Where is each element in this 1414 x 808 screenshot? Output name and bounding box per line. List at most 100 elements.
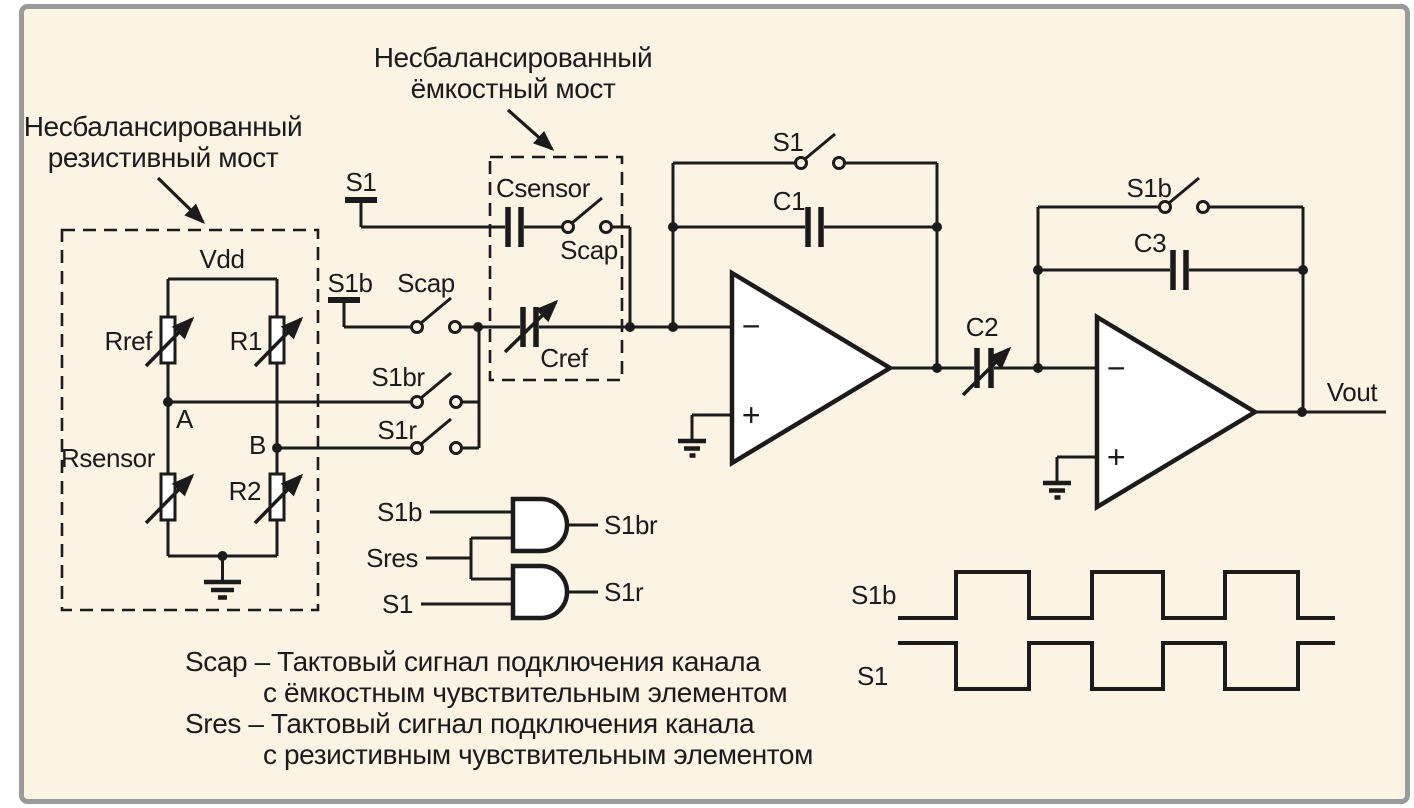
- opamp-1-noninverting-input: +: [742, 397, 760, 433]
- capacitive-bridge-title-line2: ёмкостный мост: [411, 73, 616, 104]
- c3-label: C3: [1134, 228, 1166, 258]
- csensor-branch-wires: [359, 200, 632, 327]
- vdd-label: Vdd: [199, 244, 244, 274]
- s1-feedback-switch-contact-right: [832, 156, 846, 170]
- s1r-switch-blade: [420, 417, 452, 446]
- bridge-ground-icon: [204, 579, 241, 600]
- opamp-2-noninverting-input: +: [1107, 439, 1125, 475]
- s1r-switch-contact-left: [410, 441, 424, 455]
- opamp-2-inverting-input: −: [1107, 350, 1125, 386]
- diagram-frame: [19, 4, 1410, 804]
- gate-input-sres-label: Sres: [366, 543, 418, 573]
- opamp-1-ground-icon: [678, 438, 706, 458]
- scap-cap-switch-label: Scap: [560, 235, 618, 265]
- legend-line-2: с ёмкостным чувствительным элементом: [263, 677, 787, 708]
- opamp-1-output-node-dot: [932, 363, 942, 373]
- c1-capacitor: [805, 207, 824, 247]
- s1b-source-label: S1b: [327, 268, 372, 298]
- node-a-dot: [163, 397, 173, 407]
- resistive-bridge-annotation: Несбалансированный резистивный мост: [24, 111, 303, 225]
- cref-variable-arrow: [503, 299, 559, 354]
- node-b-label: B: [249, 430, 266, 460]
- rsensor-label: Rsensor: [61, 443, 156, 473]
- scap-res-switch-label: Scap: [397, 268, 455, 298]
- scap-res-switch-contact-right: [448, 320, 462, 334]
- s1b-scap-branch: S1b Scap: [327, 268, 732, 334]
- legend-line-3: Sres – Тактовый сигнал подключения канал…: [185, 708, 755, 739]
- opamp-1: [729, 269, 895, 467]
- node-a-label: A: [176, 404, 194, 434]
- gate-output-s1br-label: S1br: [604, 510, 658, 540]
- r1-variable-arrow: [253, 316, 304, 368]
- s1br-switch-blade: [420, 371, 452, 400]
- s1br-switch-contact-left: [410, 395, 424, 409]
- and-gate-bottom: [510, 563, 570, 621]
- cref-label: Cref: [540, 343, 589, 373]
- integrator-2-wires: [1036, 205, 1386, 482]
- resistive-bridge: Vdd Rref R1 Rsensor R2 A B: [60, 228, 411, 612]
- s1b-feedback-switch-label: S1b: [1126, 173, 1171, 203]
- csensor-label: Csensor: [496, 173, 591, 203]
- s1-source-label: S1: [345, 167, 376, 197]
- s1-feedback-switch-label: S1: [772, 127, 803, 157]
- bridge-select-wires: [462, 327, 481, 450]
- legend-line-4: с резистивным чувствительным элементом: [263, 739, 813, 770]
- logic-gate-wires: [421, 510, 598, 606]
- bridge-select-switches: S1br S1r: [371, 327, 481, 455]
- c3-right-node-dot: [1298, 265, 1308, 275]
- s1r-switch-contact-right: [449, 441, 463, 455]
- csensor-branch: S1 Csensor Scap: [345, 167, 632, 327]
- legend-line-1: Scap – Тактовый сигнал подключения канал…: [185, 646, 761, 677]
- s1-feedback-switch-contact-left: [794, 156, 808, 170]
- r2-variable-arrow: [253, 473, 304, 525]
- integrator-2: S1b C3 − + Vout: [1033, 173, 1386, 511]
- bridge-ground-node-dot: [217, 551, 228, 561]
- vout-node-dot: [1297, 407, 1307, 417]
- c3-capacitor: [1170, 250, 1189, 290]
- s1r-switch-label: S1r: [377, 415, 417, 445]
- opamp-2-ground-icon: [1043, 480, 1071, 500]
- main-input-wires: [342, 300, 732, 329]
- and-gate-top: [510, 496, 570, 554]
- opamp-2: [1094, 313, 1260, 511]
- s1b-feedback-switch-contact-left: [1158, 200, 1172, 214]
- gate-input-s1-label: S1: [382, 589, 413, 619]
- c2-label: C2: [966, 312, 998, 342]
- s1br-switch-contact-right: [449, 395, 463, 409]
- vout-label: Vout: [1327, 377, 1379, 407]
- resistive-bridge-dashed-box: [60, 228, 320, 612]
- s1-waveform: [898, 641, 1335, 691]
- c3-left-node-dot: [1033, 265, 1043, 275]
- resistive-bridge-pointer-arrow: [156, 176, 206, 225]
- r1-resistor: [268, 315, 286, 365]
- r2-resistor: [268, 472, 286, 522]
- scap-res-switch-blade: [420, 296, 452, 325]
- capacitive-bridge-pointer-arrow: [506, 108, 555, 151]
- rref-label: Rref: [104, 326, 153, 356]
- c1-label: C1: [773, 186, 805, 216]
- logic-gates: S1b Sres S1 S1br S1r: [366, 496, 658, 621]
- timing-s1b-label: S1b: [851, 580, 896, 610]
- timing-diagram: S1b S1: [851, 570, 1335, 691]
- opamp-1-inverting-input: −: [742, 308, 760, 344]
- s1b-feedback-switch-blade: [1168, 176, 1200, 205]
- scap-cap-switch-contact-left: [561, 220, 575, 234]
- integrator-1: S1 C1 − +: [668, 127, 974, 467]
- rref-resistor: [159, 315, 177, 365]
- resistive-bridge-title-line2: резистивный мост: [48, 142, 279, 173]
- capacitive-bridge-dashed-box: [488, 155, 624, 382]
- scap-res-switch-contact-left: [410, 320, 424, 334]
- capacitive-bridge-annotation: Несбалансированный ёмкостный мост: [374, 42, 653, 151]
- r1-label: R1: [230, 326, 262, 356]
- node-b-dot: [272, 443, 282, 453]
- s1b-waveform: [898, 570, 1335, 620]
- scap-cap-switch-blade: [571, 196, 603, 225]
- c1-left-node-dot: [668, 222, 678, 232]
- s1b-feedback-switch-contact-right: [1196, 200, 1210, 214]
- gate-output-s1r-label: S1r: [604, 577, 644, 607]
- scap-cap-switch-contact-right: [599, 220, 613, 234]
- s1br-switch-label: S1br: [371, 362, 425, 392]
- rsensor-variable-arrow: [144, 473, 195, 525]
